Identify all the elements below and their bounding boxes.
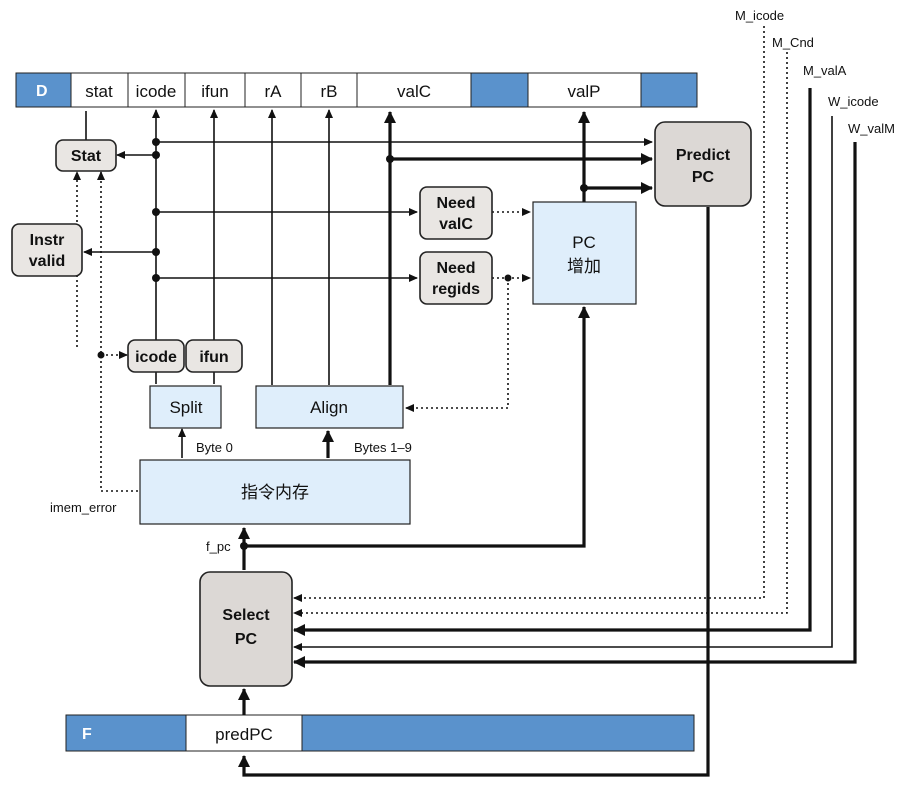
d-blank-cell (470, 72, 529, 108)
d-rb-field: rB (321, 82, 338, 101)
icode-junction-1 (152, 138, 160, 146)
need-regids-block: Need regids (419, 251, 493, 305)
pc-increment-block: PC 增加 (532, 201, 637, 305)
align-box (255, 385, 404, 429)
predict-to-predpc-wire (238, 207, 710, 777)
d-valc-cell (356, 72, 472, 108)
f-predpc-cell (185, 714, 303, 752)
predict-pc-label-1: Predict (676, 147, 731, 164)
w-valm-wire (293, 142, 857, 668)
instr-valid-label-2: valid (29, 253, 65, 270)
pc-increment-label-1: PC (572, 233, 596, 252)
ifun-label: ifun (199, 349, 228, 366)
align-label: Align (310, 398, 348, 417)
instr-valid-box (11, 223, 83, 277)
d-stat-field: stat (85, 82, 113, 101)
d-icode-field: icode (136, 82, 177, 101)
f-pc-junction (240, 542, 248, 550)
need-valc-label-1: Need (436, 195, 475, 212)
f-pc-label: f_pc (206, 539, 231, 554)
instruction-memory-label: 指令内存 (241, 483, 309, 502)
d-stat-cell (70, 72, 129, 108)
f-predpc-field: predPC (215, 725, 273, 744)
ifun-block: ifun (185, 339, 243, 373)
valc-junction (386, 155, 394, 163)
m-icode-wire (293, 26, 765, 602)
predict-pc-label-2: PC (692, 169, 715, 186)
icode-junction-3 (152, 208, 160, 216)
f-register: F predPC (65, 714, 695, 752)
align-block: Align (255, 385, 404, 429)
need-valc-box (419, 186, 493, 240)
w-icode-label: W_icode (828, 94, 879, 109)
need-valc-block: Need valC (419, 186, 493, 240)
split-block: Split (149, 385, 222, 429)
icode-junction-5 (152, 274, 160, 282)
d-rb-cell (300, 72, 358, 108)
f-blank-cell (301, 714, 695, 752)
need-regids-box (419, 251, 493, 305)
instruction-memory-block: 指令内存 (139, 459, 411, 525)
predict-pc-block: Predict PC (654, 121, 752, 207)
w-icode-wire (293, 116, 833, 651)
imem-error-junction (97, 351, 105, 359)
d-ra-cell (244, 72, 302, 108)
d-ifun-field: ifun (201, 82, 228, 101)
d-register-label: D (36, 83, 48, 100)
d-valp-field: valP (567, 82, 600, 101)
bytes1-9-label: Bytes 1–9 (354, 440, 412, 455)
d-valp-cell (527, 72, 642, 108)
split-box (149, 385, 222, 429)
valp-junction (580, 184, 588, 192)
f-pc-to-pc-inc-wire (244, 306, 590, 548)
m-cnd-wire (293, 52, 788, 617)
pc-increment-box (532, 201, 637, 305)
instr-valid-label-1: Instr (30, 232, 65, 249)
select-pc-box (199, 571, 293, 687)
select-pc-label-1: Select (222, 607, 270, 624)
predict-pc-box (654, 121, 752, 207)
byte0-label: Byte 0 (196, 440, 233, 455)
wires (73, 26, 857, 777)
need-valc-label-2: valC (439, 216, 473, 233)
imem-error-to-stat-wire (97, 171, 138, 492)
select-pc-label-2: PC (235, 631, 258, 648)
icode-junction-2 (152, 151, 160, 159)
d-icode-cell (127, 72, 186, 108)
m-cnd-label: M_Cnd (772, 35, 814, 50)
m-vala-label: M_valA (803, 63, 847, 78)
d-register-id-cell (15, 72, 72, 108)
d-ra-field: rA (265, 82, 283, 101)
d-valc-field: valC (397, 82, 431, 101)
f-register-id-cell (65, 714, 187, 752)
stat-label: Stat (71, 148, 102, 165)
imem-error-label: imem_error (50, 500, 117, 515)
icode-junction-4 (152, 248, 160, 256)
d-register: D stat icode ifun rA rB valC valP (15, 72, 698, 108)
icode-block: icode (127, 339, 185, 373)
need-regids-label-2: regids (432, 281, 480, 298)
w-valm-label: W_valM (848, 121, 895, 136)
need-regids-to-align-wire (405, 278, 509, 412)
ifun-box (185, 339, 243, 373)
instruction-memory-box (139, 459, 411, 525)
need-regids-label-1: Need (436, 260, 475, 277)
select-pc-block: Select PC (199, 571, 293, 687)
m-vala-wire (293, 88, 812, 636)
signal-labels: Byte 0 Bytes 1–9 imem_error f_pc M_icode… (50, 8, 895, 554)
pc-increment-label-2: 增加 (567, 257, 601, 276)
stat-block: Stat (55, 139, 117, 172)
icode-label: icode (135, 349, 177, 366)
stat-box (55, 139, 117, 172)
instr-valid-block: Instr valid (11, 223, 83, 277)
split-label: Split (169, 398, 202, 417)
d-blank-cell-end (640, 72, 698, 108)
icode-box (127, 339, 185, 373)
m-icode-label: M_icode (735, 8, 784, 23)
f-register-label: F (82, 726, 92, 743)
